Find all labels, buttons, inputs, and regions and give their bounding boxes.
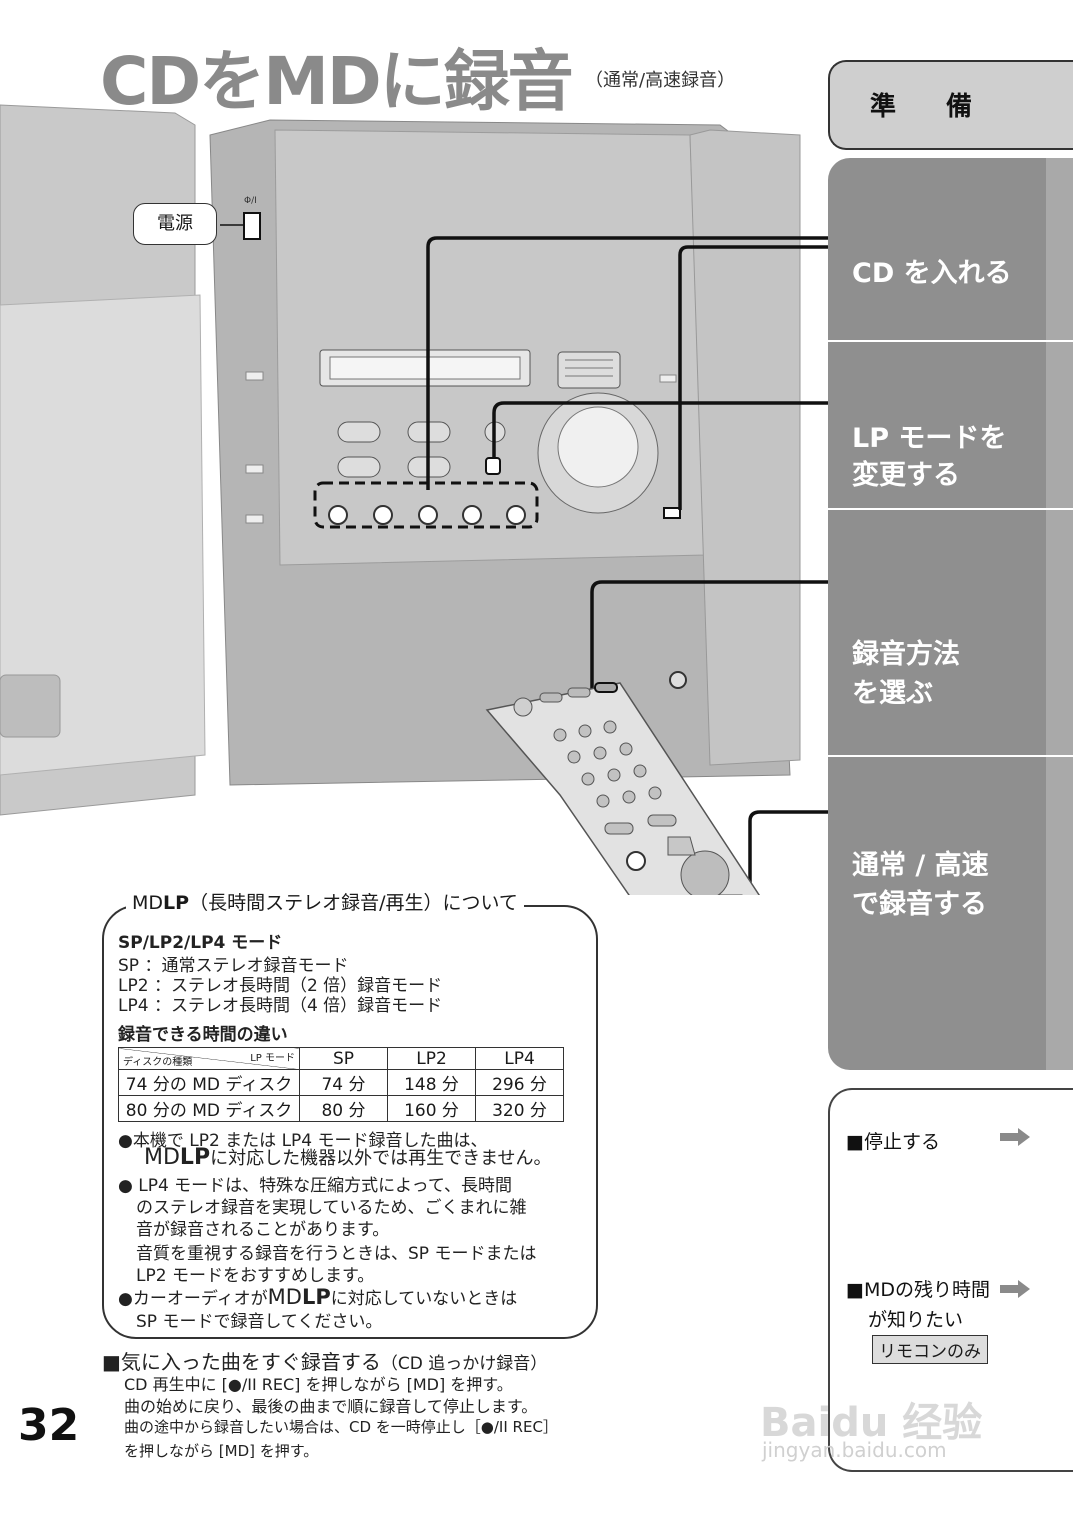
note2-line4: 音質を重視する録音を行うときは、SP モードまたは [136,1244,537,1264]
step-prepare[interactable]: 準 備 [828,60,1073,150]
steps-column: CD を入れる LP モードを 変更する 録音方法 を選ぶ 通常 / 高速 で録… [828,158,1073,1070]
side-panel [828,1088,1073,1472]
table-cell: 74 分 [299,1069,388,1096]
chase-line3: 曲の途中から録音したい場合は、CD を一時停止し［●/II REC］ [124,1418,558,1436]
page-number: 32 [18,1400,80,1451]
mdlp-heading: MDLP（長時間ステレオ録音/再生）について [126,888,524,915]
table-header-disc: ディスクの種類 [123,1057,193,1068]
arrow-right-icon[interactable] [1000,1128,1030,1146]
note3-pre: ●カーオーディオが [118,1289,268,1309]
chase-line1: CD 再生中に [●/II REC] を押しながら [MD] を押す。 [124,1375,513,1394]
page-title: CDをMDに録音 [100,43,574,120]
power-callout: 電源 [133,203,217,245]
table-cell: 296 分 [475,1069,564,1096]
note2-line5: LP2 モードをおすすめします。 [136,1266,375,1286]
note1-rest: に対応した機器以外では再生できません。 [210,1148,552,1169]
table-cell-disc: 80 分の MD ディスク [118,1095,300,1122]
table-cell: 148 分 [387,1069,476,1096]
table-row: 74 分の MD ディスク 74 分 148 分 296 分 [118,1069,564,1096]
watermark-url: jingyan.baidu.com [762,1438,947,1462]
note3-md: MD [267,1285,302,1309]
mode-lp4: LP4 ：ステレオ長時間（4 倍）録音モード [118,996,443,1016]
arrow-right-icon[interactable] [1000,1280,1030,1298]
chase-title-main: ■気に入った曲をすぐ録音する [102,1350,381,1374]
chase-title: ■気に入った曲をすぐ録音する（CD 追っかけ録音） [102,1346,547,1375]
table-col-sp: SP [299,1047,388,1070]
remote-control [485,682,761,895]
time-title: 録音できる時間の違い [118,1025,288,1045]
step3-label-2[interactable]: を選ぶ [852,678,933,709]
note2-line1: ● LP4 モードは、特殊な圧縮方式によって、長時間 [118,1176,512,1196]
step4-label-1[interactable]: 通常 / 高速 [852,850,989,881]
svg-text:Φ/I: Φ/I [244,196,257,206]
mode-lp2: LP2 ：ステレオ長時間（2 倍）録音モード [118,976,443,996]
table-col-lp4: LP4 [475,1047,564,1070]
chase-line2: 曲の始めに戻り、最後の曲まで順に録音して停止します。 [124,1397,538,1416]
modes-title: SP/LP2/LP4 モード [118,933,283,953]
step-divider [828,755,1073,757]
table-col-lp2: LP2 [387,1047,476,1070]
stop-link[interactable]: ■停止する [846,1131,940,1153]
note3-post: に対応していないときは [330,1289,518,1309]
note1-lp: LP [179,1145,211,1170]
stereo-illustration: Φ/I [0,104,830,895]
step-divider [828,508,1073,510]
step2-label-1[interactable]: LP モードを [852,423,1007,454]
steps-edge [1046,158,1073,1070]
table-header-row: ディスクの種類 LP モード SP LP2 LP4 [118,1047,564,1070]
mdlp-heading-md: MD [132,892,164,914]
step3-label-1[interactable]: 録音方法 [852,639,960,670]
table-header-diagonal: ディスクの種類 LP モード [118,1047,300,1070]
note1-line2: MDLPに対応した機器以外では再生できません。 [144,1144,552,1170]
table-cell: 320 分 [475,1095,564,1122]
step2-label-2[interactable]: 変更する [852,460,960,491]
step-prepare-label: 準 備 [870,92,985,122]
note1-md: MD [144,1145,180,1170]
note3-line2: SP モードで録音してください。 [136,1312,383,1332]
remaining-time-link[interactable]: ■MDの残り時間 [846,1279,990,1301]
step-divider [828,340,1073,342]
chase-line4: を押しながら [MD] を押す。 [124,1442,319,1460]
mdlp-heading-rest: （長時間ステレオ録音/再生）について [189,892,518,914]
table-header-mode: LP モード [250,1053,295,1064]
note3-line1: ●カーオーディオがMDLPに対応していないときは [118,1284,517,1309]
mdlp-info-box [102,905,598,1339]
remaining-time-link-2: が知りたい [868,1309,964,1331]
page-subtitle: （通常/高速録音） [585,70,736,91]
note3-lp: LP [301,1285,331,1309]
mdlp-heading-lp: LP [163,892,190,914]
table-row: 80 分の MD ディスク 80 分 160 分 320 分 [118,1095,564,1122]
table-cell: 80 分 [299,1095,388,1122]
step1-label[interactable]: CD を入れる [852,258,1012,289]
note2-line3: 音が録音されることがあります。 [136,1220,390,1240]
step4-label-2[interactable]: で録音する [852,889,987,920]
recording-time-table: ディスクの種類 LP モード SP LP2 LP4 74 分の MD ディスク … [118,1047,564,1122]
watermark-logo: Baidu 经验 [760,1400,983,1446]
mode-sp: SP ：通常ステレオ録音モード [118,956,349,976]
remote-only-badge: リモコンのみ [872,1335,988,1364]
note2-line2: のステレオ録音を実現しているため、ごくまれに雑 [136,1198,527,1218]
note1-line1: ●本機で LP2 または LP4 モード録音した曲は、 [118,1131,488,1151]
table-cell-disc: 74 分の MD ディスク [118,1069,300,1096]
chase-title-sub: （CD 追っかけ録音） [380,1354,548,1374]
table-cell: 160 分 [387,1095,476,1122]
